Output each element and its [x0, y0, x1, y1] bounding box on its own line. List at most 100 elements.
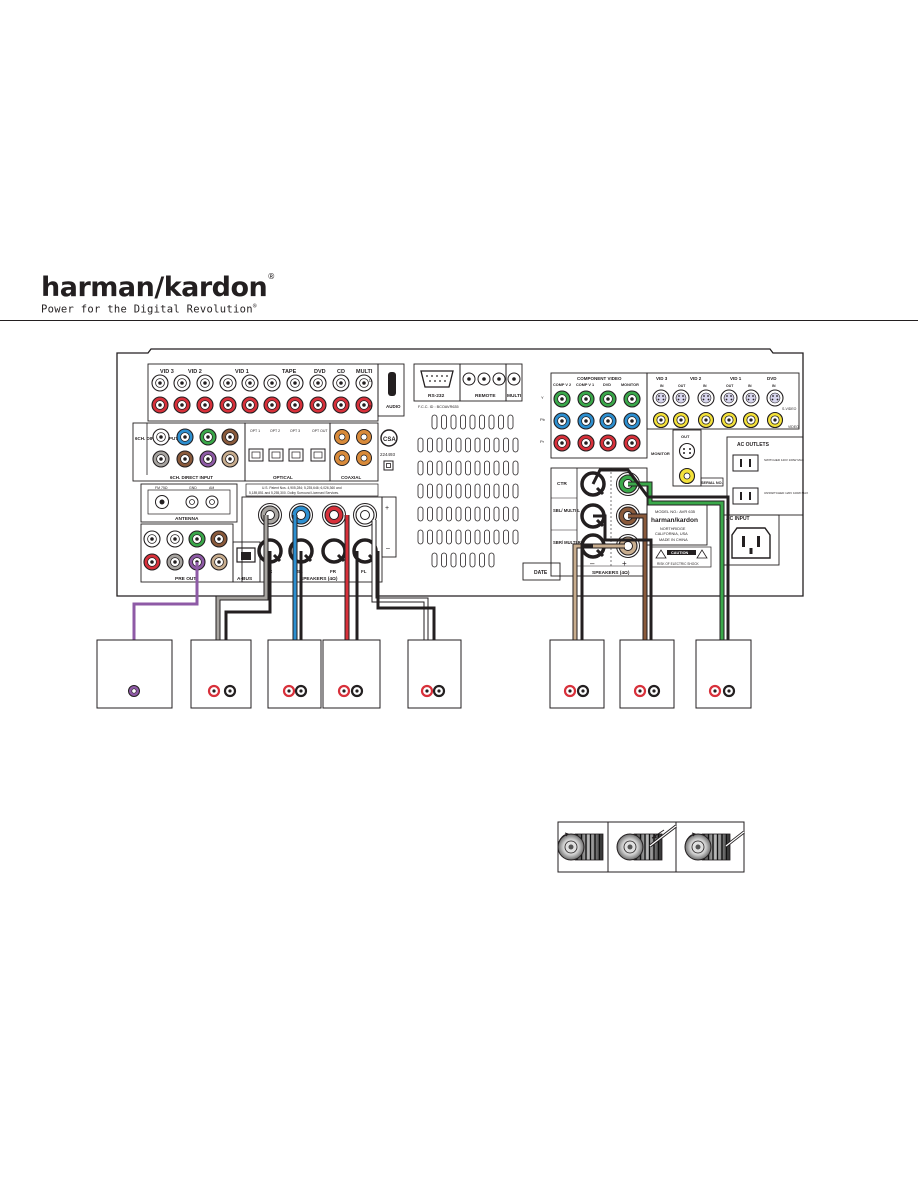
speakers-label-right: SPEAKERS (4Ω)	[592, 570, 630, 576]
component-col-1: COMP V 1	[576, 383, 594, 387]
coaxial-jacks	[334, 429, 372, 466]
component-video-jacks	[553, 390, 641, 452]
header-rule	[0, 320, 918, 321]
optical-port: OPT 1	[248, 429, 264, 462]
rca-right-jack	[241, 396, 259, 414]
analog-inputs-block: VID 3 VID 2 VID 1 TAPE DVD CD MULTI	[147, 363, 379, 422]
component-jack	[599, 412, 617, 430]
preout-jack	[210, 530, 228, 548]
vent-slot	[503, 483, 509, 499]
direct-input-jack	[221, 428, 239, 446]
speaker-terminal-negative	[350, 684, 364, 698]
direct-input-jacks	[152, 428, 239, 468]
date-box: DATE	[522, 562, 561, 581]
vent-slot	[484, 506, 490, 522]
vent-slot	[503, 460, 509, 476]
vent-slot	[460, 414, 466, 430]
speaker-terminal-negative	[576, 684, 590, 698]
brand-logo: harman/kardon®	[41, 272, 275, 303]
rca-right-jack	[286, 396, 304, 414]
speaker-terminal-positive	[420, 684, 434, 698]
rca-left-jack	[355, 374, 373, 392]
vent-slot	[474, 437, 481, 453]
rca-left-jack	[263, 374, 281, 392]
ac-outlets-label: AC OUTLETS	[737, 442, 770, 448]
composite-video-jack	[742, 411, 760, 429]
preout-jack	[143, 553, 161, 571]
src-label-6: MULTI	[356, 369, 373, 375]
video-label: VIDEO	[788, 425, 799, 429]
component-col-0: COMP V 2	[553, 383, 571, 387]
brand-tagline: Power for the Digital Revolution®	[41, 303, 257, 316]
src-label-1: VID 2	[188, 369, 202, 375]
video-io-label: IN	[748, 384, 752, 388]
receiver-back-panel: VID 3 VID 2 VID 1 TAPE DVD CD MULTI AUDI…	[116, 348, 808, 597]
plus-label: +	[622, 559, 627, 568]
vent-slot	[484, 437, 490, 453]
rs232-label: RS-232	[428, 393, 445, 399]
antenna-port-gnd: GND	[189, 486, 197, 490]
binding-post-steps	[557, 821, 745, 873]
vent-slot	[436, 506, 443, 522]
ac-input-label: AC INPUT	[726, 516, 750, 522]
vent-slot	[446, 483, 452, 499]
rca-left-jack	[196, 374, 214, 392]
vent-slot	[417, 437, 424, 453]
composite-video-jack	[672, 411, 690, 429]
vent-slot	[446, 506, 452, 522]
vent-slot	[446, 460, 452, 476]
vent-slot	[441, 552, 447, 568]
composite-video-jack	[766, 411, 784, 429]
component-jack	[553, 390, 571, 408]
wire-sbr-negative	[593, 514, 653, 690]
vent-slot	[427, 460, 433, 476]
antenna-port-fm: FM 75Ω	[155, 486, 168, 490]
preout-jacks	[143, 530, 228, 571]
speaker-box-center	[695, 639, 752, 709]
rca-left-jack	[241, 374, 259, 392]
component-col-3: MONITOR	[621, 383, 639, 387]
vent-slot	[417, 483, 424, 499]
speaker-terminal-negative	[647, 684, 661, 698]
monitor-out-block: OUT MONITOR SERIAL NO.	[651, 429, 724, 487]
preout-jack	[143, 530, 161, 548]
svg-text:FL: FL	[361, 569, 367, 574]
rca-right-jack	[173, 396, 191, 414]
vent-slot	[460, 552, 466, 568]
optical-label: OPTICAL	[273, 475, 293, 480]
caution-subtext: RISK OF ELECTRIC SHOCK	[657, 562, 699, 566]
speaker-box-surround-left	[267, 639, 322, 709]
rca-right-jack	[309, 396, 327, 414]
s-video-jack	[742, 389, 760, 407]
wire-center-positive	[628, 481, 725, 690]
optical-port: OPT 2	[268, 429, 284, 462]
src-label-5: CD	[337, 369, 345, 375]
svg-text:OPT 2: OPT 2	[270, 429, 280, 433]
component-video-label: COMPONENT VIDEO	[577, 376, 622, 381]
vent-slot	[465, 460, 471, 476]
vent-slot	[484, 483, 490, 499]
vent-grille	[417, 414, 519, 568]
composite-video-jack	[697, 411, 715, 429]
sbl-label: SBL/ MULTI L	[553, 508, 580, 513]
speaker-terminal-positive	[207, 684, 221, 698]
speaker-box-surround-back-right	[619, 639, 675, 709]
model-text: MODEL NO.: AVR 635	[655, 509, 696, 514]
vent-slot	[446, 437, 452, 453]
speaker-box-front-right	[322, 639, 381, 709]
preout-block: PRE OUT A-BUS	[140, 523, 261, 583]
made-in: MADE IN CHINA	[659, 538, 688, 542]
vent-slot	[417, 529, 424, 545]
speaker-terminal-positive	[708, 684, 722, 698]
vent-slot	[436, 529, 443, 545]
vent-slot	[484, 529, 490, 545]
vent-slot	[493, 437, 500, 453]
patent-line-1: U.S. Patent Nos. 4,905,284; 5,235,646; 6…	[262, 486, 342, 490]
speaker-terminal-negative	[722, 684, 736, 698]
video-io-label: OUT	[678, 384, 686, 388]
antenna-port-am: AM	[209, 486, 214, 490]
component-jack	[553, 434, 571, 452]
